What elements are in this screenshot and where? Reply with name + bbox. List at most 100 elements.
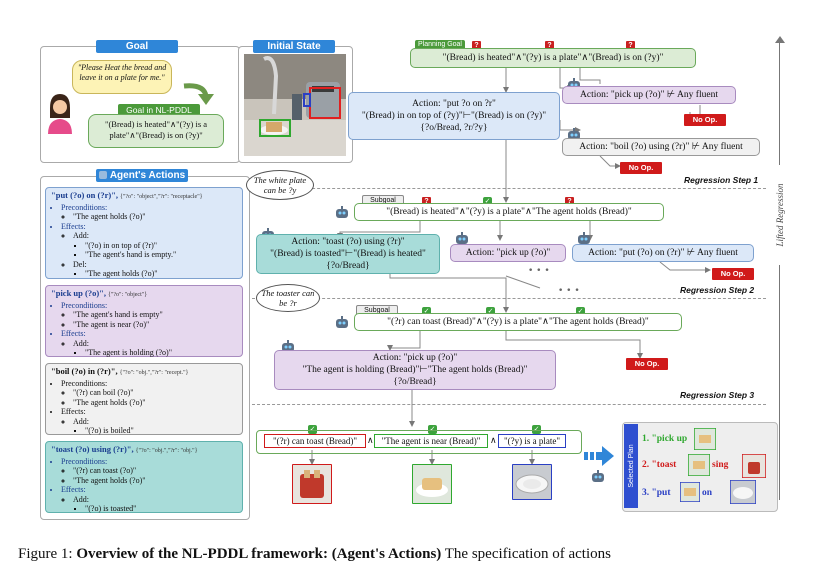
plan-thumbnail: [694, 428, 716, 450]
final-predicate-text: "(?y) is a plate": [503, 436, 561, 446]
plan-step-num: 3.: [642, 488, 650, 498]
actions-header-label: Agent's Actions: [109, 170, 186, 181]
robot-icon: [336, 316, 348, 328]
precondition: "The agent holds (?o)": [73, 476, 237, 486]
step-divider: [252, 298, 766, 299]
preconditions-label: Preconditions:: [61, 457, 237, 467]
robot-icon: [282, 340, 294, 352]
action-put-text: Action: "put ?o on ?r" "(Bread) in on to…: [361, 99, 547, 133]
goal-nl-pddl: "(Bread) is heated"∧"(?y) is a plate"∧"(…: [88, 114, 224, 148]
plan-step: 2. "toast: [642, 460, 676, 470]
noop-badge: No Op.: [620, 162, 662, 174]
add-label: Add:: [73, 339, 237, 349]
plan-step-tail: sing: [712, 460, 729, 470]
subgoal-2-text: "(?r) can toast (Bread)"∧"(?y) is a plat…: [387, 317, 649, 327]
robot-icon: [568, 128, 580, 140]
precondition: "(?r) can boil (?o)": [73, 388, 237, 398]
effects-label: Effects:: [61, 407, 237, 417]
lifted-regression-axis: [779, 40, 780, 500]
check-icon: ✓: [308, 425, 317, 434]
robot-icon: [578, 232, 590, 244]
plan-step-text: "toast: [651, 460, 677, 470]
unknown-icon: ?: [545, 41, 554, 50]
precondition: "The agent's hand is empty": [73, 310, 237, 320]
card-signature: {"?o": "object"}: [108, 292, 148, 298]
unknown-icon: ?: [422, 197, 431, 206]
action-card-toast: "toast (?o) using (?r)", {"?o": "obj.","…: [45, 441, 243, 513]
subgoal-1-text: "(Bread) is heated"∧"(?y) is a plate"∧"T…: [386, 207, 632, 217]
del-effect: "The agent holds (?o)": [85, 269, 237, 279]
right-arrow-icon: [584, 446, 614, 466]
subgoal-1-node: "(Bread) is heated"∧"(?y) is a plate"∧"T…: [354, 203, 664, 221]
person-icon: [48, 94, 72, 134]
action-put-2-node: Action: "put (?o) on (?r)" ⊬ Any fluent: [572, 244, 754, 262]
preconditions-label: Preconditions:: [61, 379, 237, 389]
action-put-node: Action: "put ?o on ?r" "(Bread) in on to…: [348, 92, 560, 140]
preconditions-label: Preconditions:: [61, 301, 237, 311]
step-divider: [252, 404, 766, 405]
plan-step-num: 1.: [642, 434, 650, 444]
add-label: Add:: [73, 417, 237, 427]
action-boil-1-node: Action: "boil (?o) using (?r)" ⊬ Any flu…: [562, 138, 760, 156]
unknown-icon: ?: [472, 41, 481, 50]
add-effect: "(?o) is boiled": [85, 426, 237, 436]
final-state-box: [256, 430, 582, 454]
goal-header: Goal: [96, 40, 178, 53]
thought-cloud-toaster: The toaster can be ?r: [256, 284, 320, 312]
card-signature: {"?o": "object","?r": "receptacle"}: [120, 194, 203, 200]
robot-icon: [336, 206, 348, 218]
plan-step: 3. "put: [642, 488, 671, 498]
toaster-image: [292, 464, 332, 504]
card-signature: {"?o": "obj.","?r": "recept."}: [119, 370, 189, 376]
plan-step-text: "pick up: [651, 434, 688, 444]
caption-rest: The specification of actions: [441, 546, 611, 562]
noop-badge: No Op.: [626, 358, 668, 370]
final-predicate-toast: "(?r) can toast (Bread)": [264, 434, 366, 448]
preconditions-label: Preconditions:: [61, 203, 237, 213]
plan-step: 1. "pick up: [642, 434, 687, 444]
plan-thumbnail: [730, 480, 756, 504]
plan-thumbnail: [742, 454, 766, 478]
precondition: "The agent is near (?o)": [73, 320, 237, 330]
thought-cloud-toaster-text: The toaster can be ?r: [261, 288, 315, 308]
card-title: "pick up (?o)",: [51, 288, 107, 298]
subgoal-2-node: "(?r) can toast (Bread)"∧"(?y) is a plat…: [354, 313, 682, 331]
action-pickup-3-text: Action: "pick up (?o)" "The agent is hol…: [302, 353, 528, 387]
card-title: "toast (?o) using (?r)",: [51, 444, 134, 454]
plan-step-tail: on: [702, 488, 713, 498]
action-boil-1-text: Action: "boil (?o) using (?r)" ⊬ Any flu…: [579, 142, 743, 152]
goal-nl-pddl-text: "(Bread) is heated"∧"(?y) is a plate"∧"(…: [104, 119, 208, 140]
step-divider: [252, 188, 766, 189]
action-card-pick-up: "pick up (?o)", {"?o": "object"} Precond…: [45, 285, 243, 357]
nl-pddl-label: Goal in NL-PDDL: [118, 104, 200, 117]
check-icon: ✓: [532, 425, 541, 434]
action-put-2-text: Action: "put (?o) on (?r)" ⊬ Any fluent: [588, 248, 738, 258]
check-icon: ✓: [428, 425, 437, 434]
action-pickup-1-node: Action: "pick up (?o)" ⊬ Any fluent: [562, 86, 736, 104]
action-toast-text: Action: "toast (?o) using (?r)" "(Bread)…: [270, 237, 426, 271]
kitchen-photo: [244, 54, 346, 156]
instruction-bubble: "Please Heat the bread and leave it on a…: [72, 60, 172, 94]
planning-goal-node: "(Bread) is heated"∧"(?y) is a plate"∧"(…: [410, 48, 696, 68]
final-predicate-near: "The agent is near (Bread)": [374, 434, 488, 448]
thought-cloud-plate: The white plate can be ?y: [246, 170, 314, 200]
selected-plan-label-bar: [624, 424, 638, 508]
caption-bold: Overview of the NL-PDDL framework: (Agen…: [76, 546, 442, 562]
regression-step-2-label: Regression Step 2: [680, 285, 755, 295]
precondition: "(?r) can toast (?o)": [73, 466, 237, 476]
ellipsis-dots: • • •: [558, 286, 580, 296]
action-pickup-3-node: Action: "pick up (?o)" "The agent is hol…: [274, 350, 556, 390]
planning-goal-text: "(Bread) is heated"∧"(?y) is a plate"∧"(…: [442, 53, 664, 63]
action-card-boil: "boil (?o) in (?r)", {"?o": "obj.","?r":…: [45, 363, 243, 435]
add-effect: "(?o) in on top of (?r)": [85, 241, 237, 251]
final-predicate-text: "The agent is near (Bread)": [381, 436, 481, 446]
actions-header: Agent's Actions: [96, 169, 188, 182]
del-label: Del:: [73, 260, 237, 270]
action-pickup-2-node: Action: "pick up (?o)": [450, 244, 566, 262]
robot-icon: [456, 232, 468, 244]
figure-caption: Figure 1: Overview of the NL-PDDL framew…: [18, 546, 611, 563]
curved-arrow-icon: [183, 83, 214, 105]
plate-image: [512, 464, 552, 500]
and-symbol: ∧: [367, 435, 374, 445]
